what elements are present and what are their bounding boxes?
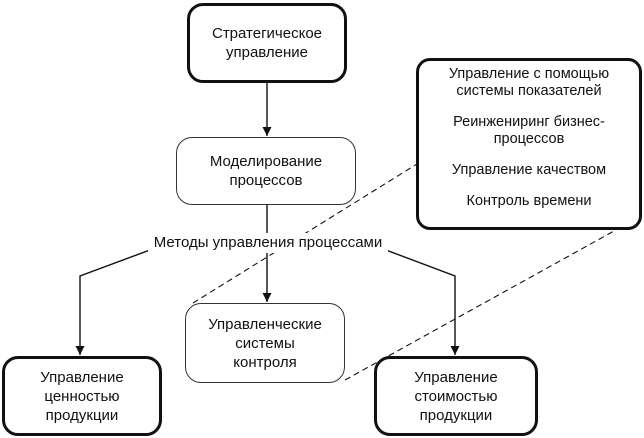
method-item: Реинжениринг бизнес- процессов [453,114,605,147]
method-item: Контроль времени [466,193,592,209]
dashed-control-to-list-bottom [344,230,615,381]
methods-label: Методы управления процессами [148,233,388,253]
method-item: Управление с помощью системы показателей [448,66,610,99]
arrow-methods-to-value [75,246,159,355]
node-cost-management: Управление стоимостью продукции [374,356,538,436]
node-process-modeling: Моделирование процессов [176,137,356,205]
node-methods-list: Управление с помощью системы показателей… [416,58,642,230]
method-item: Управление качеством [451,162,607,178]
arrow-methods-to-cost [377,246,460,355]
node-value-management: Управление ценностью продукции [2,356,162,436]
node-control-systems: Управленческие системы контроля [185,303,345,383]
node-strategic-management: Стратегическое управление [187,3,347,83]
